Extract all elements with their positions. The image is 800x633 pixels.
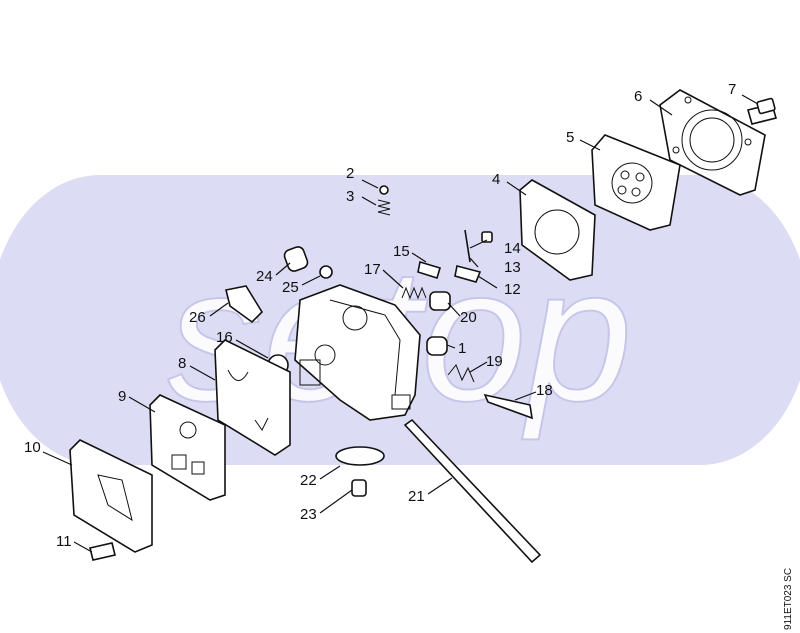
callout-9: 9 [118,388,126,405]
callout-5: 5 [566,129,574,146]
callout-20: 20 [460,309,477,326]
part-12-lever [454,265,482,283]
part-22-disc [335,446,385,466]
part-1-plug [426,336,448,356]
part-8-gasket [214,339,291,456]
part-21-shaft [403,418,542,564]
part-7-screw [747,97,777,125]
part-17-spring [401,286,427,300]
callout-3: 3 [346,188,354,205]
leader-lines [42,94,759,553]
reference-code: 911ET023 SC [783,567,794,630]
part-18-adjusting-screw [483,393,533,420]
callout-17: 17 [364,261,381,278]
callout-15: 15 [393,243,410,260]
callout-11: 11 [56,533,72,550]
callout-25: 25 [282,279,299,296]
part-11-screw [89,542,116,561]
part-23-screw [351,479,367,497]
part-4-gasket [519,179,596,281]
callout-26: 26 [189,309,206,326]
callout-19: 19 [486,353,503,370]
carburetor-body [294,284,421,421]
reference-code-container: 911ET023 SC [782,560,796,630]
part-15-needle [417,260,441,280]
part-14-screw [481,231,493,243]
callout-12: 12 [504,281,521,298]
part-6-gasket [659,89,766,196]
part-5-diaphragm [591,134,681,231]
callout-2: 2 [346,165,354,182]
callout-7: 7 [728,81,736,98]
part-3-spring [377,199,391,216]
part-25-washer [319,265,333,279]
callout-16: 16 [216,329,233,346]
callout-10: 10 [24,439,41,456]
part-24-fitting [283,246,309,272]
part-10-cover [69,439,153,553]
part-2-ball [379,185,389,195]
callout-1: 1 [458,340,466,357]
part-19-spring [447,364,475,383]
callout-21: 21 [408,488,425,505]
part-26-elbow [225,285,264,324]
callout-22: 22 [300,472,317,489]
callout-8: 8 [178,355,186,372]
callout-18: 18 [536,382,553,399]
callout-14: 14 [504,240,521,257]
callouts: 1 2 3 4 5 6 7 8 9 10 11 12 13 14 15 16 1… [24,81,736,550]
callout-6: 6 [634,88,642,105]
callout-4: 4 [492,171,500,188]
callout-23: 23 [300,506,317,523]
callout-13: 13 [504,259,521,276]
callout-24: 24 [256,268,273,285]
part-13-pin [464,229,471,263]
part-9-pump-diaphragm [149,394,226,501]
part-20-bushing [429,291,451,311]
